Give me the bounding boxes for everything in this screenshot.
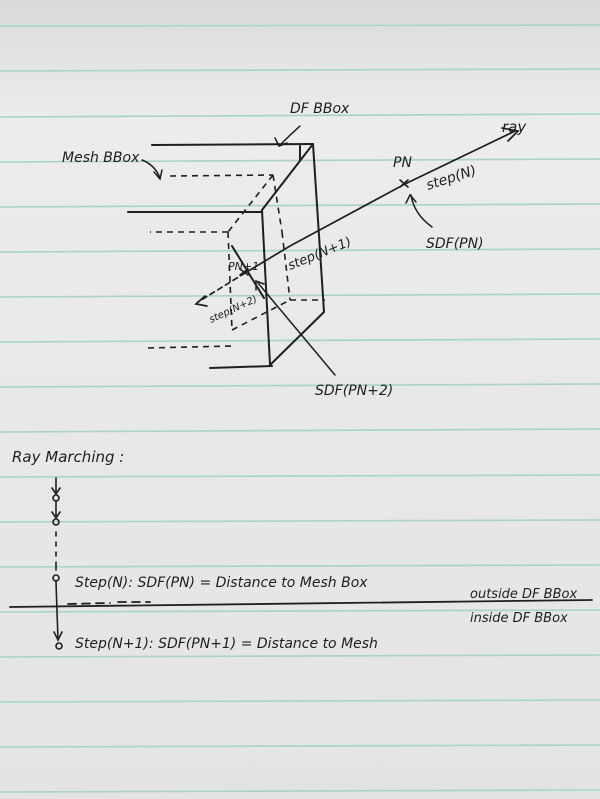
pn-label: PN xyxy=(393,155,412,171)
step-n-note: Step(N): SDF(PN) = Distance to Mesh Box xyxy=(75,575,368,591)
sdf-pn-label: SDF(PN) xyxy=(426,236,484,252)
df-bbox-label: DF BBox xyxy=(290,101,350,117)
mesh-bbox-label: Mesh BBox xyxy=(62,150,140,166)
sdf-pn2-label: SDF(PN+2) xyxy=(315,383,393,399)
pn1-label: PN+1 xyxy=(228,260,259,273)
ray-label: ray xyxy=(502,118,527,136)
outside-df-bbox-label: outside DF BBox xyxy=(470,587,577,602)
step-n1-note: Step(N+1): SDF(PN+1) = Distance to Mesh xyxy=(75,636,378,652)
ray-marching-heading: Ray Marching : xyxy=(12,448,124,466)
inside-df-bbox-label: inside DF BBox xyxy=(470,611,568,626)
